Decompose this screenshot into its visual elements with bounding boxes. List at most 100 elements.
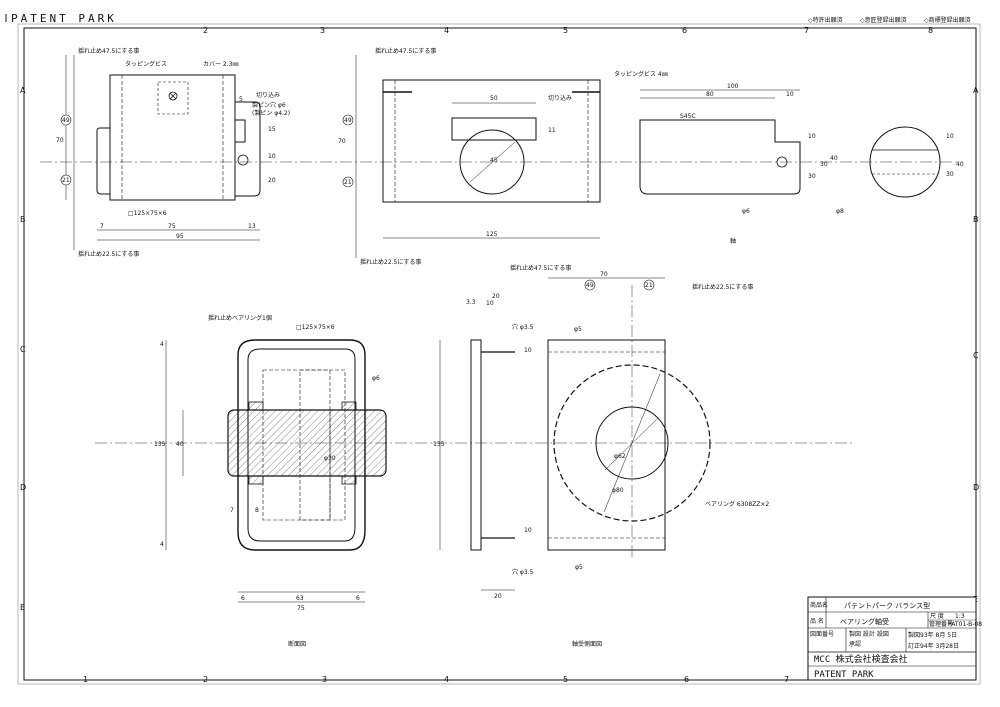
header-item: ◇特許出願済 (808, 16, 843, 24)
header-item: ◇商標登録出願済 (924, 16, 971, 24)
shaft-dim: 10 (808, 133, 816, 140)
view2-slot (451, 117, 537, 141)
bearing-phi5-top: φ5 (574, 326, 582, 333)
view1-pin2-label: (製ピン φ4.2) (252, 109, 290, 117)
zone-col-bottom: 3 (322, 675, 327, 684)
bearing-dim-leader (603, 373, 661, 513)
zone-row-left: E (20, 603, 25, 612)
zone-labels: 2 3 4 5 6 7 8 1 2 3 4 5 6 7 A B C D E A … (20, 26, 979, 684)
zone-row-left: D (20, 483, 26, 492)
section-dim: 63 (296, 595, 304, 602)
bearing-note-right: 揺れ止め22.5にする事 (692, 283, 753, 291)
shaft-end-view (869, 126, 941, 198)
view2-body (382, 79, 601, 203)
section-dim: 6 (356, 595, 360, 602)
title-designer-labels: 製図 設計 設図 (849, 630, 889, 638)
section-view: 揺れ止めベアリング1個 □125×75×6 φ6 φ30 断面図 4 135 4… (154, 314, 387, 648)
header-item: ◇意匠登録出願済 (860, 16, 907, 24)
header-right-items: ◇特許出願済 ◇意匠登録出願済 ◇商標登録出願済 (808, 16, 971, 24)
view1-dim: 5 (239, 96, 243, 103)
zone-col-top: 3 (320, 26, 325, 35)
bearing-dim: 10 (524, 527, 532, 534)
view1-circle-marker (60, 114, 72, 126)
view1-circle-bottom: 21 (62, 177, 70, 184)
bearing-phi62: φ62 (614, 453, 626, 460)
zone-col-bottom: 6 (684, 675, 689, 684)
title-block: 商品名 パテントパーク バランス型 品 名 ベアリング軸受 尺 度 1:3 管理… (807, 596, 982, 681)
view1-tapping-screw-label: タッピングビス (125, 60, 167, 68)
shaft-material: S45C (680, 113, 696, 120)
zone-col-top: 8 (928, 26, 933, 35)
header-brand: PATENT PARK (11, 12, 117, 25)
title-drawing-label: 図面番号 (810, 631, 834, 638)
section-bearing-block (341, 475, 357, 485)
zone-col-top: 7 (804, 26, 809, 35)
bearing-circle-marker (584, 279, 596, 291)
view2-note-bottom: 揺れ止め22.5にする事 (360, 258, 421, 266)
shaft-dim: 80 (706, 91, 714, 98)
view2-circle-top: 49 (344, 117, 352, 124)
bearing-dim: 20 (494, 593, 502, 600)
title-checker-label: 承認 (849, 640, 861, 648)
view1-dim: 15 (268, 126, 276, 133)
zone-row-right: D (973, 483, 979, 492)
title-created: 製図93年 8月 5日 (908, 631, 957, 639)
view1-note-bottom: 揺れ止め22.5にする事 (78, 250, 139, 258)
view2-dim: 11 (548, 127, 556, 134)
bearing-note-top: 揺れ止め47.5にする事 (510, 264, 571, 272)
view2-dim-leader (469, 141, 516, 183)
view1-cover-label: カバー 2.3㎜ (203, 61, 238, 68)
zone-col-bottom: 5 (563, 675, 568, 684)
bearing-circle-right: 21 (645, 282, 653, 289)
zone-row-right: A (973, 86, 979, 95)
view1-cover (235, 101, 261, 197)
view1-dim: 13 (248, 223, 256, 230)
section-outer-tube (237, 339, 366, 551)
view2-dim: 70 (338, 138, 346, 145)
bearing-dim: 10 (524, 347, 532, 354)
shaft-pin-hole (776, 156, 788, 168)
inner-border (23, 27, 977, 681)
bearing-side-view: 135 20 3.3 10 穴 φ3.5 穴 φ3.5 20 φ62 φ80 φ… (433, 264, 769, 648)
zone-row-left: C (20, 345, 26, 354)
shaft-dim: 40 (956, 161, 964, 168)
view2-dim: 125 (486, 231, 498, 238)
section-dim: 4 (160, 541, 164, 548)
view1-screw-area (157, 81, 189, 115)
bearing-label: ベアリング 6308ZZ×2 (705, 500, 769, 508)
view1-body (109, 74, 236, 201)
section-dim: 6 (241, 595, 245, 602)
title-brand: PATENT PARK (814, 670, 874, 680)
bearing-hole-top: 穴 φ3.5 (512, 323, 534, 331)
shaft-dim: 10 (946, 133, 954, 140)
tapping-screw-icon (168, 91, 178, 101)
view1-circle-top: 49 (62, 117, 70, 124)
view2-dim: 50 (490, 95, 498, 102)
zone-col-bottom: 7 (784, 675, 789, 684)
bearing-circle-marker (643, 279, 655, 291)
bearing-phi5-bottom: φ5 (575, 564, 583, 571)
view1-front: 揺れ止め47.5にする事 揺れ止め22.5にする事 タッピングビス カバー 2.… (56, 47, 290, 258)
view1-dim: 20 (268, 177, 276, 184)
section-bearing-block (341, 401, 357, 411)
view1-section-label: □125×75×6 (128, 210, 167, 217)
zone-col-top: 4 (444, 26, 449, 35)
view2-note-top: 揺れ止め47.5にする事 (375, 47, 436, 55)
title-number-label: 管理番号 (929, 620, 953, 628)
shaft-dim: φ6 (742, 208, 750, 215)
bearing-dim: 70 (600, 271, 608, 278)
shaft-caption: 軸 (730, 237, 736, 245)
zone-row-right: C (973, 351, 979, 360)
view1-cut-label: 切り込み (256, 91, 280, 99)
zone-col-top: 2 (203, 26, 208, 35)
shaft-dim: 30 (946, 171, 954, 178)
title-part-name: ベアリング軸受 (840, 617, 889, 626)
zone-col-bottom: 2 (203, 675, 208, 684)
section-dim: 4 (160, 341, 164, 348)
bearing-hole-bottom: 穴 φ3.5 (512, 568, 534, 576)
title-product-label: 商品名 (810, 601, 828, 609)
section-dim: 75 (297, 605, 305, 612)
view2-tapping-screw-label: タッピングビス 4㎜ (614, 70, 668, 78)
view1-note-top: 揺れ止め47.5にする事 (78, 47, 139, 55)
